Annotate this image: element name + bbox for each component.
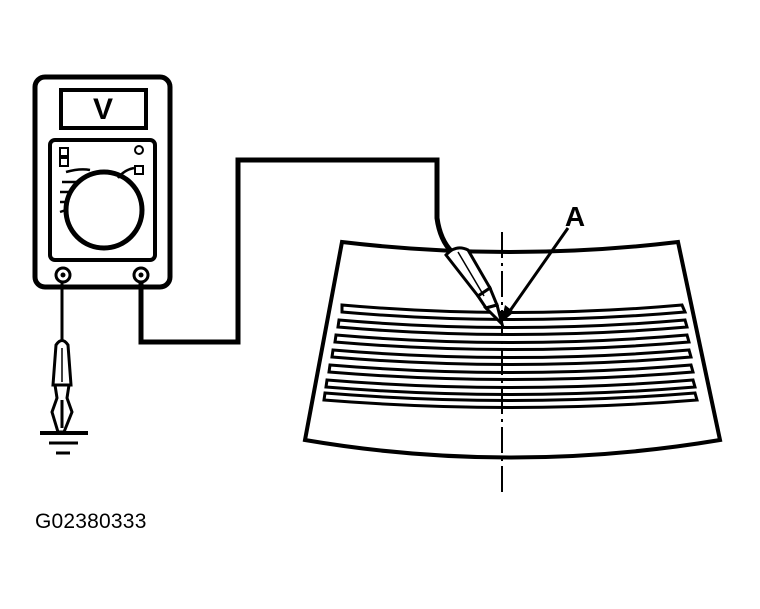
callout-label: A [565,201,585,232]
meter-indicator-mid-left [59,157,69,167]
grid-line [336,318,689,336]
grid-line [333,333,691,351]
figure-id: G02380333 [35,510,147,533]
defroster-grid [322,303,699,409]
grid-line [324,378,697,396]
meter-jack-right-inner [138,272,144,278]
meter-jack-left-inner [60,272,66,278]
callout-a: A [501,201,585,323]
meter-display [59,88,148,130]
test-lead-wire [138,157,454,345]
grid-line [340,303,688,321]
grid-line [330,348,693,366]
multimeter: V [32,74,173,290]
dial-scale-marks [59,166,135,214]
meter-button-top-right[interactable] [134,145,144,155]
callout-arrowhead [501,305,514,323]
grid-line [322,391,699,409]
meter-display-symbol: V [93,93,113,126]
grid-line [327,363,695,381]
callout-leader [505,227,570,316]
ground-lead [50,283,74,434]
meter-indicator-top-left [59,147,69,157]
meter-indicator-right [134,165,144,175]
ground-symbol-icon [40,431,88,455]
range-selector-dial[interactable] [63,169,145,251]
test-probe [444,246,505,329]
